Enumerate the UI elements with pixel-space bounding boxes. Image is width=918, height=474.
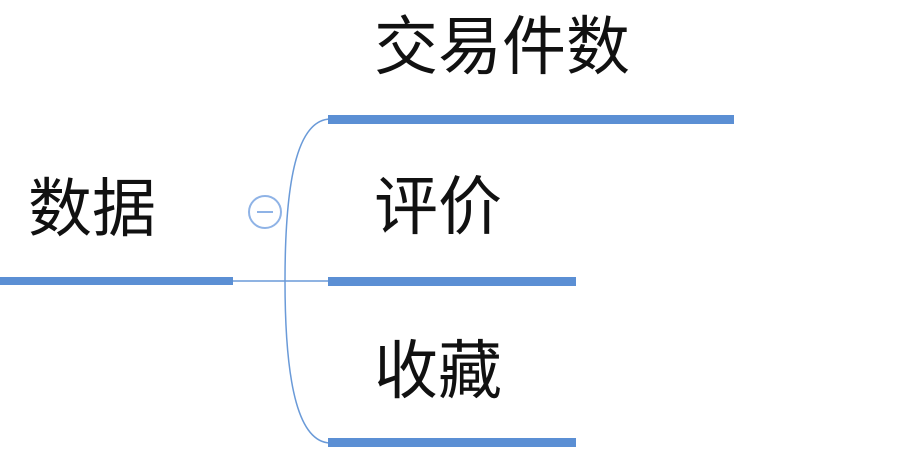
child-topic-label-2[interactable]: 评价 xyxy=(374,171,502,245)
child-topic-label-3[interactable]: 收藏 xyxy=(374,335,502,409)
child-underline-3 xyxy=(328,438,576,447)
collapse-toggle-button[interactable] xyxy=(248,195,282,229)
child-topic-label-1[interactable]: 交易件数 xyxy=(374,11,630,85)
root-topic-label[interactable]: 数据 xyxy=(28,173,156,247)
child-underline-1 xyxy=(328,115,734,124)
root-underline xyxy=(0,277,233,285)
child-underline-2 xyxy=(328,277,576,286)
branch-curve-3 xyxy=(284,280,331,444)
branch-curve-1 xyxy=(284,118,331,282)
